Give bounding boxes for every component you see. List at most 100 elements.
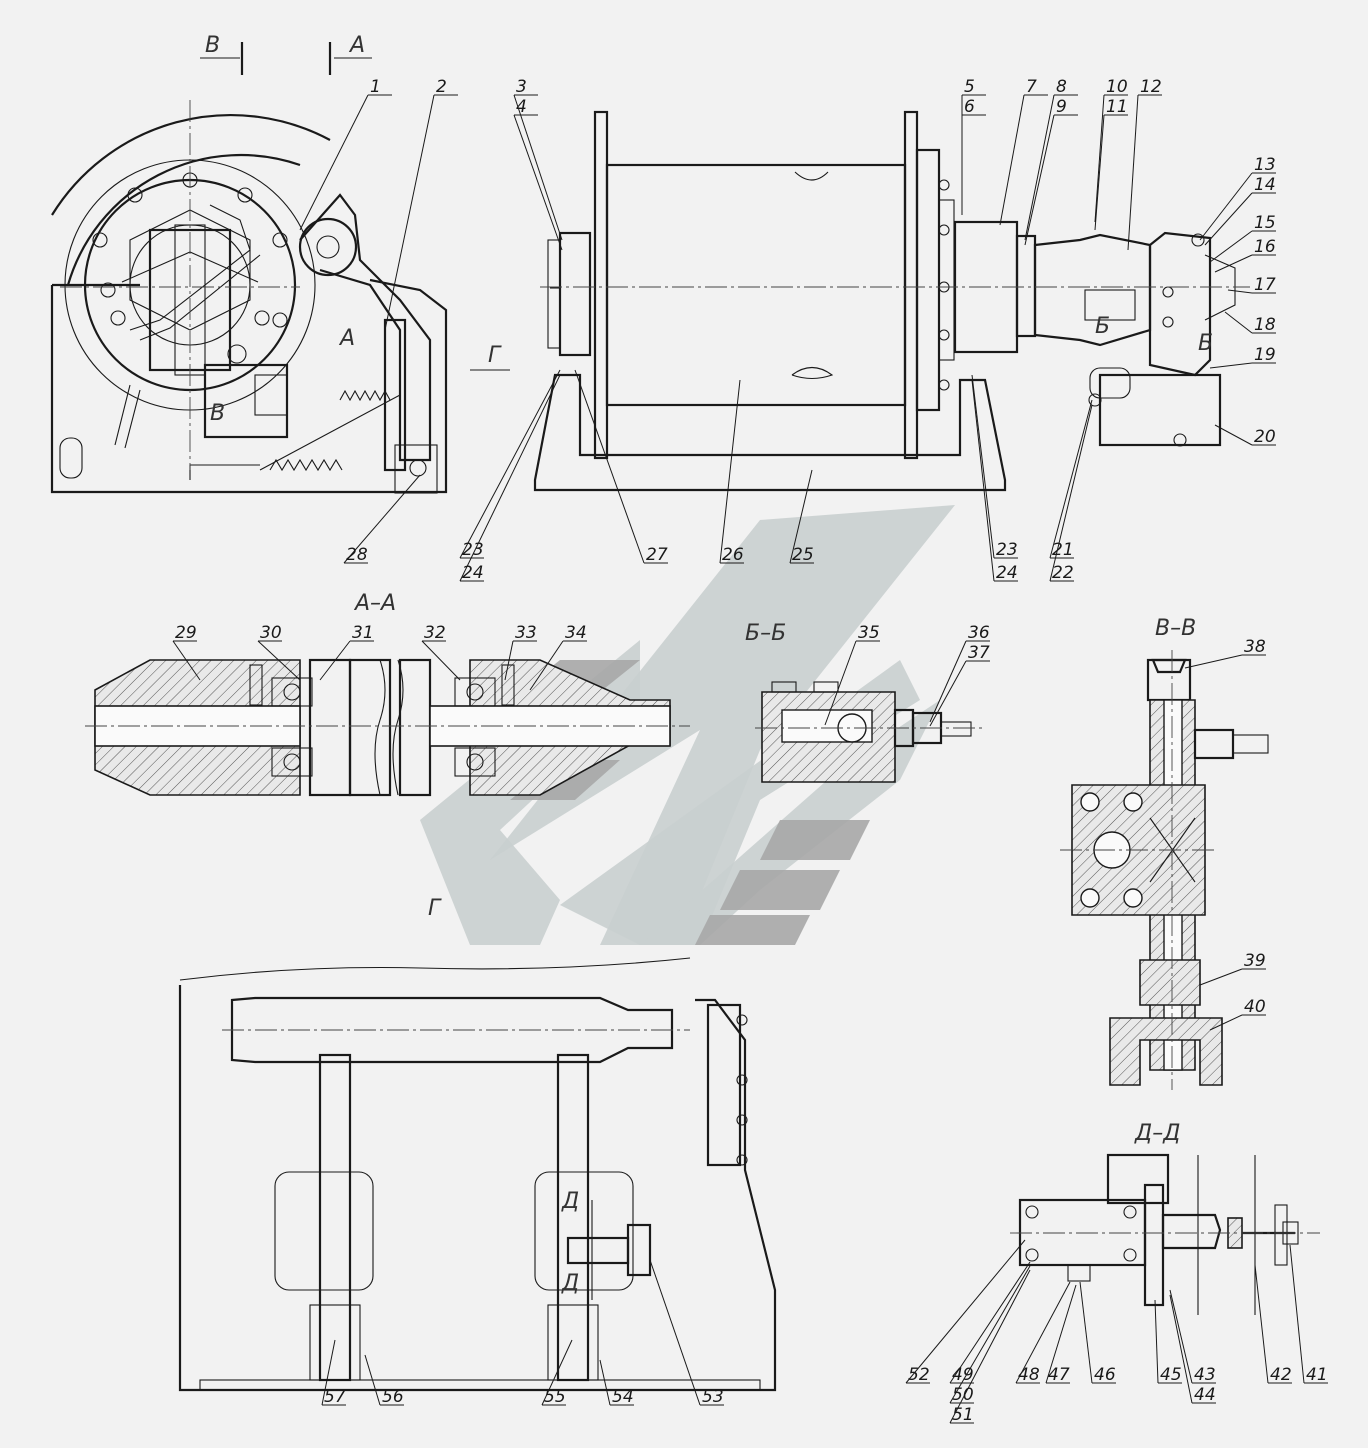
callout-label: 56 [382, 1387, 404, 1407]
callout-leader [172, 640, 201, 681]
callout-leader [1289, 1244, 1305, 1384]
section-vv: В–В [1060, 616, 1269, 1090]
callout-leader [1209, 362, 1253, 369]
callout-label: 25 [792, 545, 814, 565]
callout-label: 8 [1056, 77, 1067, 97]
callout-label: 19 [1254, 345, 1276, 365]
callout-label: 42 [1270, 1365, 1292, 1385]
callout-label: 44 [1194, 1385, 1216, 1405]
callout-label: 10 [1106, 77, 1128, 97]
section-bb: Б–Б [745, 621, 985, 783]
callout-leader [1209, 1014, 1243, 1031]
callout-leader [1184, 654, 1243, 669]
callout-leader [1094, 94, 1105, 223]
callout-leader [999, 94, 1025, 226]
callout-label: 14 [1254, 175, 1276, 195]
callout-label: 23 [996, 540, 1018, 560]
callout-leader [1024, 114, 1055, 246]
callout-leader [949, 1265, 1031, 1404]
callout-leader [1015, 1281, 1071, 1384]
callout-leader [1045, 1284, 1077, 1384]
callout-leader [905, 1239, 1026, 1384]
callout-label: 23 [462, 540, 484, 560]
callout-label: 22 [1052, 563, 1074, 583]
view-title-bb: Б–Б [745, 621, 786, 646]
callout-leader [1204, 192, 1253, 246]
section-mark-d: Д [561, 1189, 579, 1214]
callout-leader [1049, 404, 1093, 582]
callout-label: 9 [1056, 97, 1067, 117]
section-mark-v-2: В [210, 401, 225, 426]
callout-leader [421, 640, 461, 681]
callout-label: 37 [968, 643, 990, 663]
callout-label: 41 [1306, 1365, 1328, 1385]
callout-label: 30 [260, 623, 282, 643]
callout-label: 40 [1244, 997, 1266, 1017]
callout-label: 13 [1254, 155, 1276, 175]
side-view: В А А В Г [50, 33, 510, 494]
callout-leader [1214, 254, 1253, 273]
callout-leader [257, 640, 301, 681]
section-mark-b-2: Б [1198, 331, 1213, 356]
callout-label: 49 [952, 1365, 974, 1385]
section-mark-g: Г [488, 343, 502, 368]
callout-leader [719, 379, 741, 564]
callout-leader [343, 474, 421, 564]
callout-leader [321, 1339, 336, 1406]
section-mark-v: В [205, 33, 220, 58]
callout-label: 29 [175, 623, 197, 643]
callout-label: 31 [352, 623, 374, 643]
bolt-ring [92, 172, 288, 328]
callout-leader [513, 94, 563, 241]
callout-leader [971, 379, 995, 582]
callout-label: 32 [424, 623, 446, 643]
callout-label: 18 [1254, 315, 1276, 335]
callout-leader [364, 1354, 381, 1406]
view-title-aa: А–А [353, 591, 396, 616]
section-mark-d-2: Д [561, 1271, 579, 1296]
callout-leader [649, 1259, 701, 1406]
section-mark-a-2: А [338, 326, 355, 351]
callout-leader [459, 374, 561, 582]
callout-leader [1169, 1294, 1193, 1404]
callout-label: 35 [858, 623, 880, 643]
callout-leader [929, 640, 967, 723]
callout-label: 48 [1018, 1365, 1040, 1385]
callout-leader [1214, 424, 1253, 446]
callout-leader [599, 1359, 611, 1406]
callout-label: 28 [346, 545, 368, 565]
callout-label: 6 [964, 97, 975, 117]
callout-label: 16 [1254, 237, 1276, 257]
section-mark-a: А [348, 33, 365, 58]
callout-label: 43 [1194, 1365, 1216, 1385]
callout-label: 54 [612, 1387, 634, 1407]
callout-leader [529, 640, 564, 691]
callout-label: 12 [1140, 77, 1162, 97]
callout-label: 3 [516, 77, 527, 97]
callout-leader [929, 660, 967, 727]
callout-label: 24 [996, 563, 1018, 583]
callout-label: 24 [462, 563, 484, 583]
callout-label: 46 [1094, 1365, 1116, 1385]
callout-label: 47 [1048, 1365, 1070, 1385]
callout-leader [1024, 94, 1055, 241]
callout-label: 1 [370, 77, 381, 97]
callout-leader [1209, 230, 1253, 263]
callout-label: 20 [1254, 427, 1276, 447]
callout-label: 53 [702, 1387, 724, 1407]
callout-label: 57 [324, 1387, 346, 1407]
callout-label: 15 [1254, 213, 1276, 233]
section-mark-b: Б [1095, 314, 1110, 339]
callout-label: 11 [1106, 97, 1128, 117]
callout-leader [574, 369, 645, 564]
callout-label: 38 [1244, 637, 1266, 657]
callout-leader [1254, 1264, 1269, 1384]
callout-leader [1169, 1289, 1193, 1384]
callout-label: 36 [968, 623, 990, 643]
callout-label: 17 [1254, 275, 1276, 295]
callout-label: 5 [964, 77, 975, 97]
callout-leader [1224, 311, 1253, 334]
callout-leader [1094, 114, 1105, 231]
